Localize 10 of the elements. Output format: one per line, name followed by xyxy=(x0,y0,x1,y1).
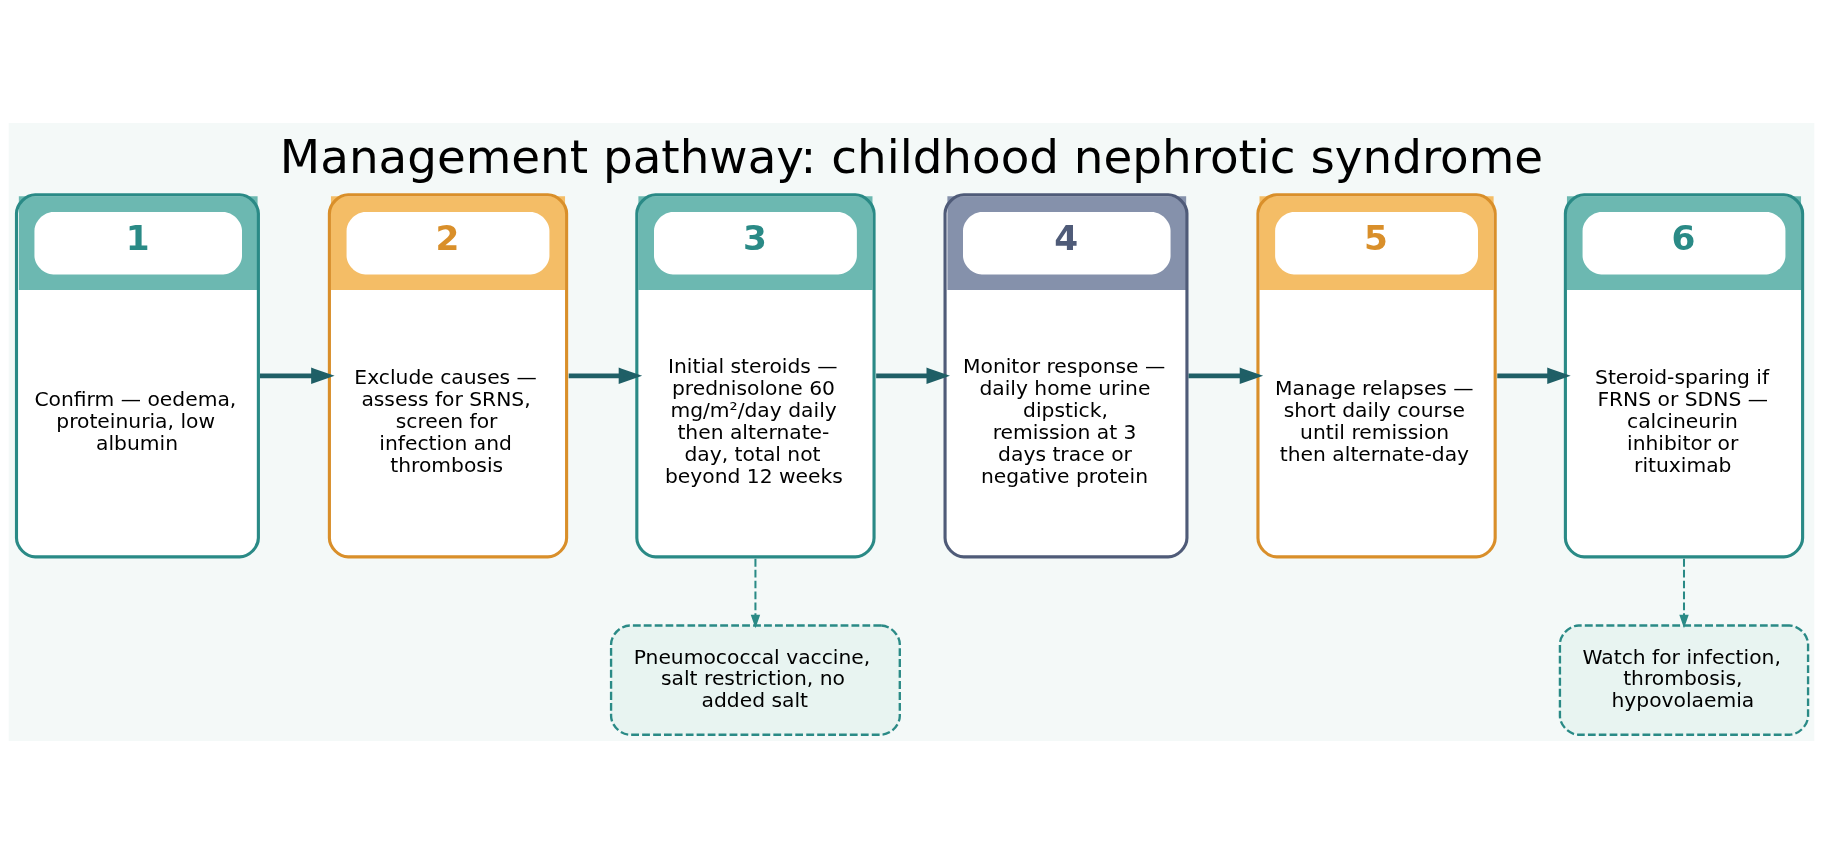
arrow xyxy=(1188,367,1264,384)
node-box: Watch for infection, thrombosis, hypovolaemia xyxy=(1558,623,1810,736)
arrow xyxy=(876,367,950,384)
arrow xyxy=(1497,367,1571,384)
diagram-title: Management pathway: childhood nephrotic syndrome xyxy=(279,129,1544,184)
node-box: Pneumococcal vaccine, salt restriction, no added salt xyxy=(609,623,901,736)
arrow xyxy=(750,558,761,628)
arrow xyxy=(259,367,335,384)
arrow xyxy=(568,367,643,384)
arrow xyxy=(1679,558,1689,628)
